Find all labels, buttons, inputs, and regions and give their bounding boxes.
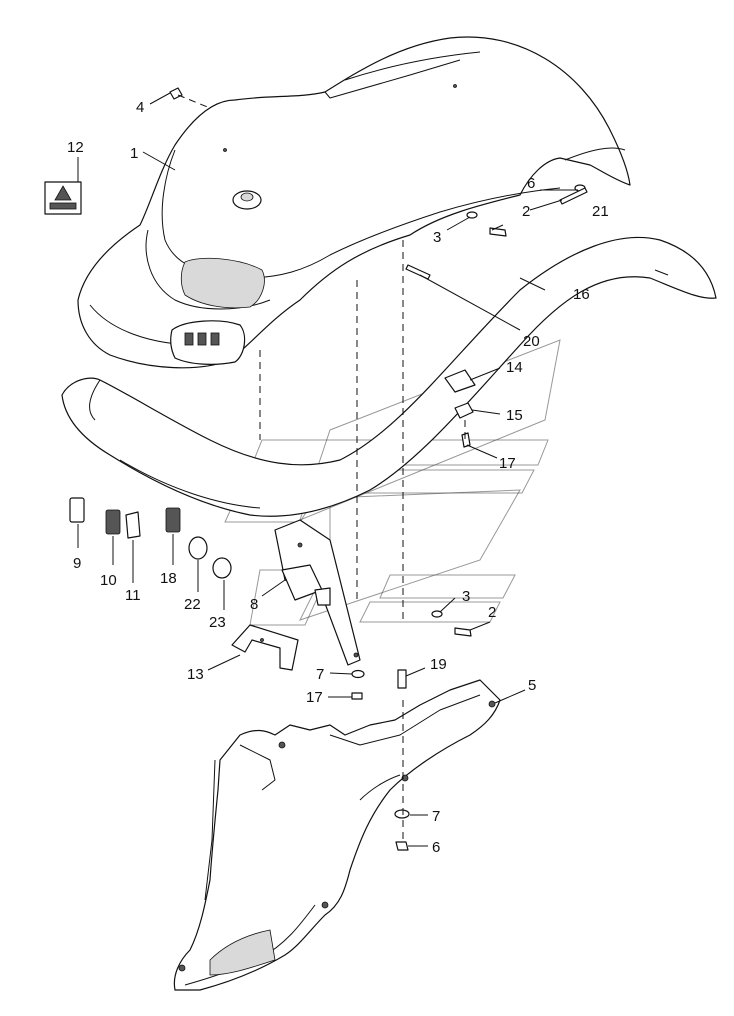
- callout-4: 4: [136, 99, 144, 116]
- callout-labels: 1 2 2 3 3 4 5 6 6 7 7 8 9 10 11 12 13 14…: [67, 99, 609, 856]
- callout-14: 14: [506, 359, 523, 376]
- callout-2-top: 2: [522, 203, 530, 220]
- callout-5: 5: [528, 677, 536, 694]
- callout-21: 21: [592, 203, 609, 220]
- alignment-lines: [177, 94, 466, 840]
- callout-19: 19: [430, 656, 447, 673]
- callout-9: 9: [73, 555, 81, 572]
- callout-7-mid: 7: [316, 666, 324, 683]
- callout-17-top: 17: [499, 455, 516, 472]
- bracket-part-13: [231, 624, 299, 671]
- callout-8: 8: [250, 596, 258, 613]
- callout-3-top: 3: [433, 229, 441, 246]
- callout-3-mid: 3: [462, 588, 470, 605]
- fender-hood-part-1: [77, 36, 631, 369]
- callout-15: 15: [506, 407, 523, 424]
- callout-16: 16: [573, 286, 590, 303]
- callout-2-mid: 2: [488, 604, 496, 621]
- callout-22: 22: [184, 596, 201, 613]
- inner-liner-part-5: [173, 679, 501, 991]
- warning-triangle-icon: [54, 185, 72, 201]
- callout-23: 23: [209, 614, 226, 631]
- fender-extension-part-16: [61, 236, 717, 517]
- callout-13: 13: [187, 666, 204, 683]
- callout-7-bottom: 7: [432, 808, 440, 825]
- callout-12: 12: [67, 139, 84, 156]
- callout-6-bottom: 6: [432, 839, 440, 856]
- callout-10: 10: [100, 572, 117, 589]
- callout-18: 18: [160, 570, 177, 587]
- callout-11: 11: [125, 587, 141, 604]
- leader-lines: [77, 92, 578, 847]
- callout-6-top: 6: [527, 175, 535, 192]
- callout-20: 20: [523, 333, 540, 350]
- warning-decal-part-12: [44, 181, 82, 215]
- small-fasteners: [69, 87, 588, 851]
- callout-1: 1: [130, 145, 138, 162]
- callout-17-mid: 17: [306, 689, 323, 706]
- bracket-part-8: [274, 519, 361, 666]
